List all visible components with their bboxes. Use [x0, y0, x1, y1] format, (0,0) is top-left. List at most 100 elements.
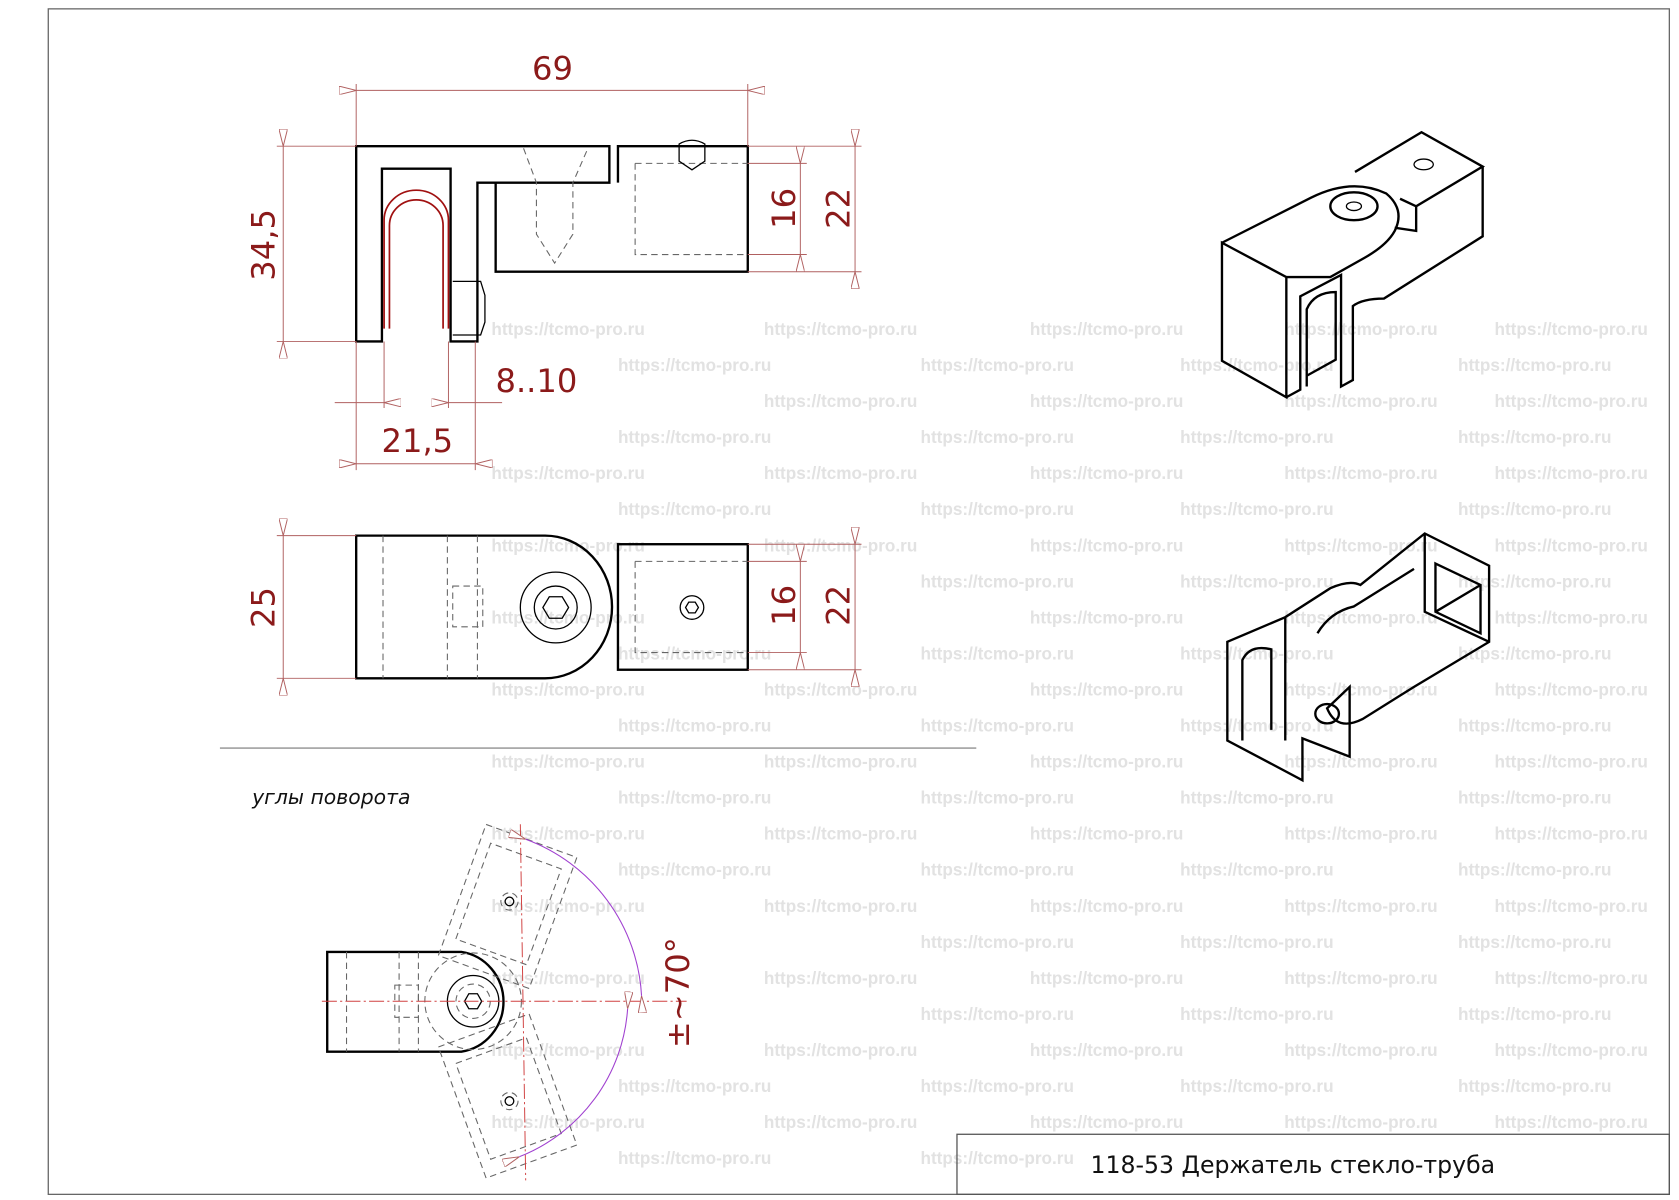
watermark-text: https://tcmo-pro.ru — [1284, 968, 1437, 988]
watermark-text: https://tcmo-pro.ru — [1180, 427, 1333, 447]
watermark-text: https://tcmo-pro.ru — [1494, 824, 1647, 844]
watermark-text: https://tcmo-pro.ru — [618, 643, 771, 663]
watermark-text: https://tcmo-pro.ru — [618, 788, 771, 808]
watermark-text: https://tcmo-pro.ru — [920, 355, 1073, 375]
watermark-text: https://tcmo-pro.ru — [618, 716, 771, 736]
watermark-text: https://tcmo-pro.ru — [1030, 607, 1183, 627]
watermark-text: https://tcmo-pro.ru — [1180, 499, 1333, 519]
watermark-text: https://tcmo-pro.ru — [1284, 752, 1437, 772]
set-screw-icon — [678, 139, 706, 171]
watermark-text: https://tcmo-pro.ru — [920, 860, 1073, 880]
watermark-text: https://tcmo-pro.ru — [1458, 716, 1611, 736]
dim-width: 21,5 — [382, 422, 454, 460]
dim-inner: 16 — [765, 188, 803, 229]
drawing-title: 118-53 Держатель стекло-труба — [1090, 1151, 1495, 1179]
watermark-text: https://tcmo-pro.ru — [1458, 571, 1611, 591]
watermark-text: https://tcmo-pro.ru — [491, 896, 644, 916]
watermark-text: https://tcmo-pro.ru — [491, 824, 644, 844]
isometric-view-bottom — [1226, 532, 1491, 783]
watermark-text: https://tcmo-pro.ru — [1494, 607, 1647, 627]
watermark-text: https://tcmo-pro.ru — [1180, 643, 1333, 663]
watermark-text: https://tcmo-pro.ru — [1494, 1040, 1647, 1060]
watermark-text: https://tcmo-pro.ru — [764, 391, 917, 411]
watermark-text: https://tcmo-pro.ru — [1458, 1076, 1611, 1096]
watermark-text: https://tcmo-pro.ru — [1458, 788, 1611, 808]
watermark-text: https://tcmo-pro.ru — [1284, 1112, 1437, 1132]
watermark-text: https://tcmo-pro.ru — [491, 463, 644, 483]
watermark-text: https://tcmo-pro.ru — [764, 1112, 917, 1132]
watermark-text: https://tcmo-pro.ru — [1494, 679, 1647, 699]
watermark-text: https://tcmo-pro.ru — [920, 427, 1073, 447]
watermark-text: https://tcmo-pro.ru — [1180, 1076, 1333, 1096]
watermark-text: https://tcmo-pro.ru — [1494, 391, 1647, 411]
watermark-text: https://tcmo-pro.ru — [618, 860, 771, 880]
watermark-text: https://tcmo-pro.ru — [491, 679, 644, 699]
watermark-text: https://tcmo-pro.ru — [618, 1076, 771, 1096]
watermark-text: https://tcmo-pro.ru — [1284, 679, 1437, 699]
watermark-text: https://tcmo-pro.ru — [1030, 824, 1183, 844]
watermark-text: https://tcmo-pro.ru — [1030, 968, 1183, 988]
rotation-view: углы поворота ±~70° — [251, 785, 697, 1181]
watermark-text: https://tcmo-pro.ru — [1458, 499, 1611, 519]
plan-view: 25 16 22 — [245, 536, 862, 679]
watermark-text: https://tcmo-pro.ru — [764, 319, 917, 339]
watermark-text: https://tcmo-pro.ru — [1458, 860, 1611, 880]
watermark-text: https://tcmo-pro.ru — [491, 752, 644, 772]
watermark-text: https://tcmo-pro.ru — [491, 535, 644, 555]
watermark-text: https://tcmo-pro.ru — [1494, 535, 1647, 555]
watermark-text: https://tcmo-pro.ru — [1458, 1004, 1611, 1024]
dim-plan-outer: 22 — [820, 585, 858, 626]
watermark-text: https://tcmo-pro.ru — [764, 752, 917, 772]
watermark-text: https://tcmo-pro.ru — [1284, 535, 1437, 555]
watermark-text: https://tcmo-pro.ru — [618, 499, 771, 519]
watermark-text: https://tcmo-pro.ru — [764, 1040, 917, 1060]
dim-outer: 22 — [820, 188, 858, 229]
watermark-text: https://tcmo-pro.ru — [1284, 896, 1437, 916]
watermark-text: https://tcmo-pro.ru — [920, 1148, 1073, 1168]
watermark-text: https://tcmo-pro.ru — [1180, 571, 1333, 591]
watermark-text: https://tcmo-pro.ru — [920, 499, 1073, 519]
dim-plan-width: 25 — [245, 587, 283, 628]
watermark-text: https://tcmo-pro.ru — [1494, 463, 1647, 483]
watermark-text: https://tcmo-pro.ru — [1284, 463, 1437, 483]
watermark-text: https://tcmo-pro.ru — [1458, 932, 1611, 952]
watermark-text: https://tcmo-pro.ru — [491, 319, 644, 339]
watermark-text: https://tcmo-pro.ru — [618, 1148, 771, 1168]
sheet-frame — [47, 8, 1670, 1195]
watermark-text: https://tcmo-pro.ru — [1180, 860, 1333, 880]
rotation-label: углы поворота — [251, 785, 410, 809]
watermark-text: https://tcmo-pro.ru — [920, 643, 1073, 663]
watermark-text: https://tcmo-pro.ru — [491, 1112, 644, 1132]
watermark-text: https://tcmo-pro.ru — [1030, 319, 1183, 339]
watermark-text: https://tcmo-pro.ru — [491, 607, 644, 627]
watermark-text: https://tcmo-pro.ru — [1030, 391, 1183, 411]
dim-glass-thickness: 8..10 — [495, 362, 577, 400]
watermark-text: https://tcmo-pro.ru — [618, 427, 771, 447]
watermark-text: https://tcmo-pro.ru — [1284, 607, 1437, 627]
watermark-text: https://tcmo-pro.ru — [920, 1004, 1073, 1024]
watermark-text: https://tcmo-pro.ru — [1030, 679, 1183, 699]
watermark-text: https://tcmo-pro.ru — [1180, 788, 1333, 808]
watermark-text: https://tcmo-pro.ru — [618, 355, 771, 375]
watermark-text: https://tcmo-pro.ru — [764, 968, 917, 988]
watermark-text: https://tcmo-pro.ru — [1030, 896, 1183, 916]
watermark-text: https://tcmo-pro.ru — [1494, 752, 1647, 772]
watermark-text: https://tcmo-pro.ru — [1494, 968, 1647, 988]
dim-length: 69 — [532, 50, 573, 88]
watermark-text: https://tcmo-pro.ru — [1458, 643, 1611, 663]
watermark-text: https://tcmo-pro.ru — [491, 968, 644, 988]
watermark-text: https://tcmo-pro.ru — [764, 679, 917, 699]
watermark-text: https://tcmo-pro.ru — [1458, 355, 1611, 375]
watermark-text: https://tcmo-pro.ru — [1030, 752, 1183, 772]
watermark-text: https://tcmo-pro.ru — [1030, 535, 1183, 555]
watermark-text: https://tcmo-pro.ru — [1458, 427, 1611, 447]
watermark-text: https://tcmo-pro.ru — [1030, 463, 1183, 483]
title-block: 118-53 Держатель стекло-труба — [956, 1133, 1670, 1195]
watermark-text: https://tcmo-pro.ru — [920, 932, 1073, 952]
watermark-text: https://tcmo-pro.ru — [1030, 1040, 1183, 1060]
watermark-text: https://tcmo-pro.ru — [920, 788, 1073, 808]
watermark-text: https://tcmo-pro.ru — [1494, 319, 1647, 339]
front-view: 69 34,5 16 22 8..10 21,5 — [245, 50, 862, 471]
rotation-angle: ±~70° — [659, 937, 697, 1048]
watermark-text: https://tcmo-pro.ru — [1284, 319, 1437, 339]
